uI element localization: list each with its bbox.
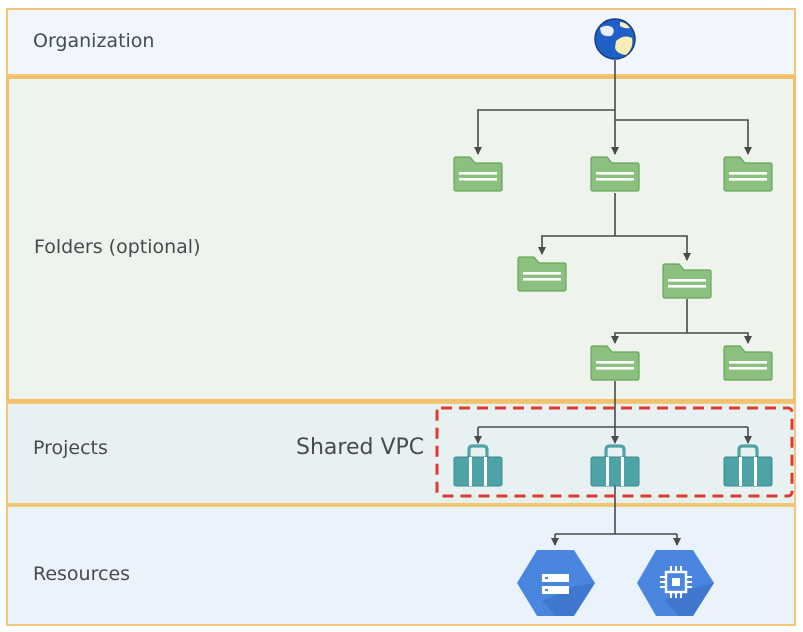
folders-layer: Folders (optional) [6,76,796,402]
folder-icon [723,156,773,192]
projects-layer-label: Projects [33,437,108,459]
briefcase-icon [589,444,641,488]
projects-layer: Projects [6,402,796,505]
organization-layer: Organization [6,8,796,76]
connector-subfolder-to-leaf-folders [611,299,752,344]
resources-layer-label: Resources [33,563,131,585]
briefcase-icon [722,444,774,488]
folder-icon [662,263,712,299]
folder-icon [453,156,503,192]
folder-icon [517,256,567,292]
briefcase-icon [452,444,504,488]
shared-vpc-label: Shared VPC [296,435,425,460]
connector-folder-to-subfolders [538,193,691,261]
folder-icon [723,345,773,381]
connector-org-to-folders [474,60,752,155]
folder-icon [590,156,640,192]
shared-vpc-boundary [435,406,794,498]
compute-engine-icon [637,550,714,616]
connector-project-to-resources [551,484,681,546]
cloud-storage-icon [517,550,595,616]
folders-layer-label: Folders (optional) [34,236,201,258]
globe-icon [594,18,636,60]
connector-folder-to-projects [474,381,752,444]
organization-layer-label: Organization [33,30,155,52]
folder-icon [590,345,640,381]
